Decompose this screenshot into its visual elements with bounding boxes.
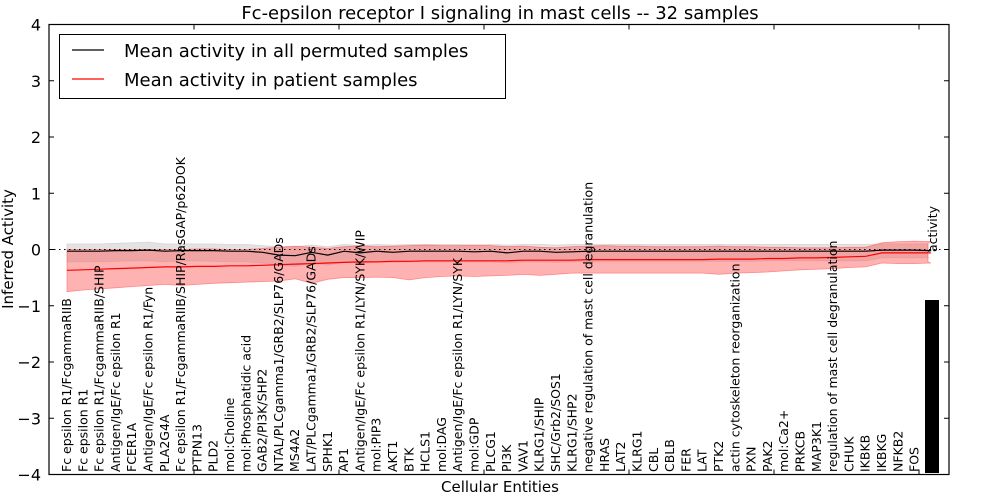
x-tick-label: HRAS: [597, 438, 612, 472]
x-tick-label: Fc epsilon R1/FcgammaRIIB/SHIP: [92, 265, 107, 472]
y-tick-label: −2: [17, 353, 41, 372]
legend: Mean activity in all permuted samples Me…: [60, 35, 506, 99]
x-tick-label: GAB2/PI3K/SHP2: [255, 369, 270, 472]
y-tick-label: 0: [31, 241, 41, 260]
x-tick-label: PLCG1: [483, 431, 498, 472]
x-tick-label: AP1: [336, 448, 351, 472]
x-tick-label: HCLS1: [418, 431, 433, 472]
x-tick-label: PTPN13: [189, 424, 204, 472]
x-tick-label: Fc epsilon R1/FcgammaRIIB: [59, 298, 74, 472]
x-tick-label: Fc epsilon R1/FcgammaRIIB/SHIP/RasGAP/p6…: [173, 156, 188, 472]
x-tick-label: VAV1: [515, 440, 530, 472]
x-tick-label: LAT2: [613, 442, 628, 472]
x-tick-label: Antigen/IgE/Fc epsilon R1/LYN/SYK/WIP: [352, 230, 367, 472]
y-tick-label: −4: [17, 466, 41, 485]
x-tick-label: AKT1: [385, 441, 400, 472]
chart-title: Fc-epsilon receptor I signaling in mast …: [241, 3, 758, 24]
overlapping-labels-cluster: [925, 300, 939, 473]
x-tick-label: negative regulation of mast cell degranu…: [581, 182, 596, 472]
x-tick-label: mol:PIP3: [369, 418, 384, 472]
y-tick-label: −1: [17, 297, 41, 316]
x-tick-label: PTK2: [711, 441, 726, 472]
y-tick-label: −3: [17, 409, 41, 428]
x-tick-label: PXN: [744, 447, 759, 472]
x-tick-label: FCER1A: [124, 423, 139, 472]
x-tick-label: mol:Phosphatidic acid: [238, 335, 253, 472]
y-axis-label: Inferred Activity: [0, 189, 17, 309]
x-tick-label: CBL: [646, 448, 661, 472]
x-tick-label: mol:GDP: [467, 417, 482, 472]
x-tick-label: Antigen/IgE/Fc epsilon R1: [108, 312, 123, 472]
y-tick-label: 2: [31, 128, 41, 147]
y-tick-label: 4: [31, 16, 41, 35]
x-tick-label: FOS: [907, 447, 922, 472]
x-tick-label: mol:Choline: [222, 397, 237, 472]
x-tick-label: actin cytoskeleton reorganization: [727, 263, 742, 472]
x-tick-label: IKBKB: [858, 435, 873, 472]
x-tick-label: PI3K: [499, 444, 514, 472]
x-tick-label: SHC/Grb2/SOS1: [548, 373, 563, 472]
x-tick-label: CHUK: [841, 436, 856, 472]
x-tick-label: FER: [678, 448, 693, 472]
x-axis-label: Cellular Entities: [441, 478, 559, 496]
x-tick-label: MS4A2: [287, 429, 302, 472]
x-tick-label: NTAL/PLCgamma1/GRB2/SLP76/GADs: [271, 237, 286, 472]
x-tick-label: Antigen/IgE/Fc epsilon R1/Fyn: [141, 287, 156, 472]
x-tick-label: PLA2G4A: [157, 414, 172, 472]
x-tick-label: SPHK1: [320, 431, 335, 472]
overlapping-label-fragment: activity: [925, 205, 940, 252]
x-tick-label: NFKB2: [890, 431, 905, 472]
x-tick-label: mol:Ca2+: [776, 410, 791, 472]
x-tick-label: LAT: [695, 449, 710, 472]
legend-label-patient: Mean activity in patient samples: [124, 70, 418, 91]
x-tick-label: IKBKG: [874, 434, 889, 472]
legend-label-permuted: Mean activity in all permuted samples: [124, 41, 468, 62]
x-tick-label: MAP3K1: [809, 421, 824, 472]
x-tick-label: mol:DAG: [434, 417, 449, 472]
x-tick-label: KLRG1: [630, 431, 645, 473]
x-tick-label: Antigen/IgE/Fc epsilon R1/LYN/SYK: [450, 257, 465, 472]
x-tick-label: KLRG1/SHP2: [564, 393, 579, 472]
x-tick-label: CBLB: [662, 439, 677, 472]
y-tick-label: 1: [31, 184, 41, 203]
x-tick-label: BTK: [401, 447, 416, 472]
x-tick-label: KLRG1/SHIP: [532, 397, 547, 472]
x-tick-label: Fc epsilon R1: [75, 389, 90, 472]
x-tick-label: PLD2: [206, 440, 221, 472]
x-tick-label: regulation of mast cell degranulation: [825, 241, 840, 472]
x-tick-label: PAK2: [760, 441, 775, 472]
y-tick-label: 3: [31, 72, 41, 91]
x-tick-label: LAT/PLCgamma1/GRB2/SLP76/GADs: [304, 246, 319, 472]
x-tick-label: PRKCB: [793, 431, 808, 472]
